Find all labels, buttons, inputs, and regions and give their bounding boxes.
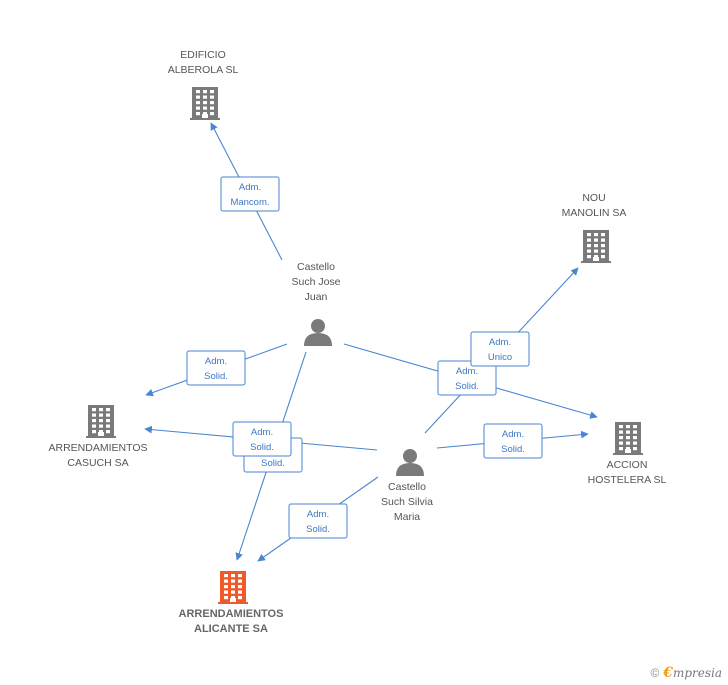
edge-label-box (220, 176, 280, 212)
node-label: ALBEROLA SL (168, 64, 239, 76)
person-icon (396, 449, 424, 476)
building-icon (86, 405, 116, 438)
node-label: HOSTELERA SL (588, 474, 667, 486)
building-icon (581, 230, 611, 263)
edge-label-text: Solid. (455, 381, 479, 392)
edge-label-text: Mancom. (230, 197, 269, 208)
node-alicante[interactable]: ARRENDAMIENTOS ALICANTE SA (179, 571, 284, 635)
node-accion[interactable]: ACCION HOSTELERA SL (588, 422, 667, 486)
edge-label-e1[interactable]: Adm. Mancom. (220, 176, 280, 212)
node-label: ARRENDAMIENTOS (49, 442, 148, 454)
node-label: Juan (305, 291, 328, 303)
node-label: NOU (582, 192, 605, 204)
edge-label-box (186, 350, 246, 386)
edge-label-e2[interactable]: Adm. Solid. (186, 350, 246, 386)
person-icon (304, 319, 332, 346)
node-edificio[interactable]: EDIFICIO ALBEROLA SL (168, 49, 239, 120)
node-nou[interactable]: NOU MANOLIN SA (562, 192, 627, 263)
edge-label-e8[interactable]: Adm. Solid. (288, 503, 348, 539)
brand-name: mpresia (672, 666, 722, 680)
node-label: Maria (394, 511, 420, 523)
brand-initial: € (663, 665, 673, 681)
edge-label-box (288, 503, 348, 539)
edge-label-box (437, 360, 497, 396)
edge-label-e7[interactable]: Adm. Solid. (483, 423, 543, 459)
node-casuch[interactable]: ARRENDAMIENTOS CASUCH SA (49, 405, 148, 469)
edge-label-box (232, 421, 292, 457)
edge-label-box (483, 423, 543, 459)
edge-label-text: Adm. (489, 337, 511, 348)
node-label: CASUCH SA (67, 457, 128, 469)
building-icon (190, 87, 220, 120)
node-label: ARRENDAMIENTOS (179, 608, 284, 620)
edge-label-e4[interactable]: Adm. Solid. (437, 360, 497, 396)
edge-label-text: Solid. (306, 524, 330, 535)
edge-label-text: Solid. (250, 442, 274, 453)
edge-label-text: Adm. (456, 366, 478, 377)
node-label: EDIFICIO (180, 49, 226, 61)
edge-label-text: Adm. (307, 509, 329, 520)
edge-label-text: Adm. (251, 427, 273, 438)
edge-label-text: Unico (488, 352, 512, 363)
edge-label-e5[interactable]: Adm. Unico (470, 331, 530, 367)
edge-label-text: Adm. (239, 182, 261, 193)
node-label: Such Jose (291, 276, 340, 288)
copyright-symbol: © (650, 666, 660, 680)
node-label: ACCION (607, 459, 648, 471)
footer-brand: © €mpresia (651, 665, 722, 681)
building-icon (218, 571, 248, 604)
edge-label-text: Solid. (501, 444, 525, 455)
node-label: Castello (388, 481, 426, 493)
edge-label-text: Solid. (204, 371, 228, 382)
edge-label-box (470, 331, 530, 367)
node-label: Such Silvia (381, 496, 433, 508)
nodes-layer: EDIFICIO ALBEROLA SL NOU MANOLIN SA Castello… (49, 49, 667, 635)
edge-labels-layer: Adm. Mancom. Adm. Solid. Adm. Solid. Adm. Solid… (186, 176, 543, 539)
node-label: MANOLIN SA (562, 207, 627, 219)
edge-label-text: Solid. (261, 458, 285, 469)
node-label: Castello (297, 261, 335, 273)
node-label: ALICANTE SA (194, 623, 268, 635)
edge-label-text: Adm. (502, 429, 524, 440)
building-icon (613, 422, 643, 455)
edge-label-e6[interactable]: Adm. Solid. (232, 421, 292, 457)
edge-label-text: Adm. (205, 356, 227, 367)
